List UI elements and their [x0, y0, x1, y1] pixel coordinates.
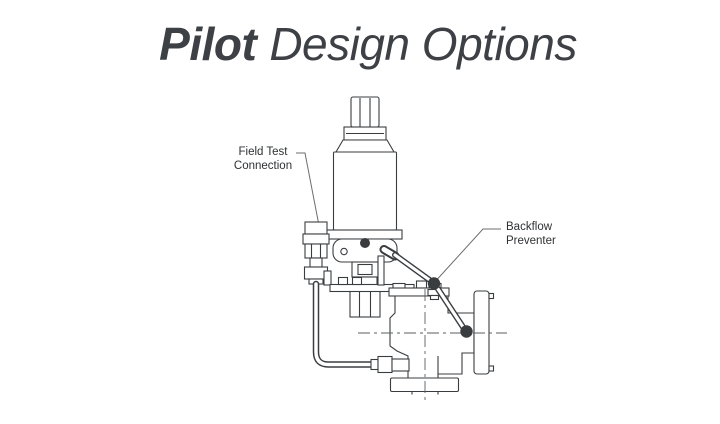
leader-lines [296, 152, 501, 280]
control-tubing [312, 280, 410, 374]
pilot-assembly [322, 96, 403, 318]
title-emphasis: Pilot [159, 18, 257, 70]
centerlines [358, 289, 507, 403]
pilot-vent-port [360, 238, 370, 248]
inlet-flange [389, 377, 460, 393]
backflow-outlet-ball [460, 325, 473, 338]
backflow-ball-joint [427, 277, 441, 290]
label-field-test-connection: Field Test Connection [223, 146, 303, 173]
label-line: Backflow [506, 221, 553, 233]
label-line: Field Test [238, 146, 288, 158]
outlet-flange [473, 290, 490, 375]
title-rest: Design Options [269, 18, 577, 70]
mounting-bracket [323, 255, 415, 293]
label-line: Connection [233, 159, 293, 172]
backflow-preventer [379, 245, 473, 338]
field-test-leader-line [296, 152, 319, 224]
label-backflow-preventer: Backflow Preventer [506, 221, 556, 248]
label-line: Preventer [506, 234, 556, 247]
backflow-leader-line [437, 228, 501, 280]
